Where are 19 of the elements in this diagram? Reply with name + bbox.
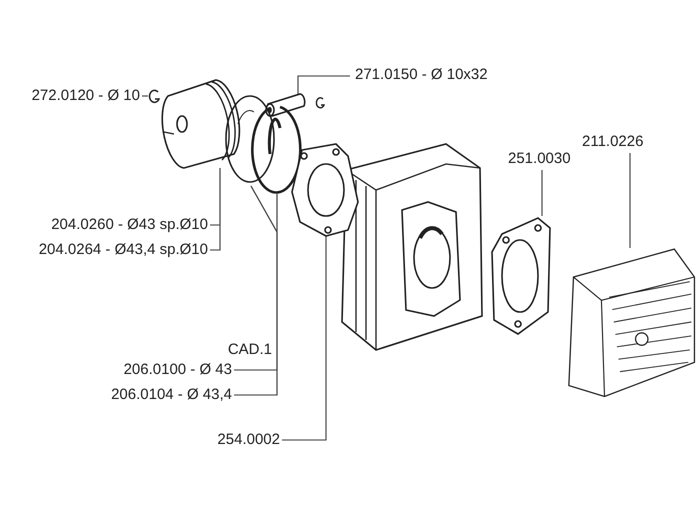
part-number: 254.0002 — [217, 431, 280, 449]
circlip-drawing — [147, 88, 161, 104]
leader-line — [629, 153, 631, 248]
part-number: 271.0150 - Ø 10x32 — [355, 66, 488, 84]
quantity-note: CAD.1 — [228, 341, 272, 359]
part-number: 272.0120 - Ø 10 — [32, 87, 140, 105]
leader-line — [297, 75, 350, 94]
part-number: 251.0030 — [508, 150, 571, 168]
part-number: 206.0100 - Ø 43 — [124, 361, 232, 379]
part-number: 204.0260 - Ø43 sp.Ø10 — [51, 216, 208, 234]
piston-ring-drawing — [224, 94, 276, 184]
leader-line — [210, 168, 221, 251]
leader-line — [541, 170, 543, 216]
part-number: 206.0104 - Ø 43,4 — [111, 386, 232, 404]
piston-ring-drawing — [250, 104, 302, 194]
leader-line — [142, 95, 148, 97]
part-number: 211.0226 — [582, 133, 644, 151]
part-number: 204.0264 - Ø43,4 sp.Ø10 — [38, 241, 208, 259]
leader-line — [282, 236, 327, 441]
